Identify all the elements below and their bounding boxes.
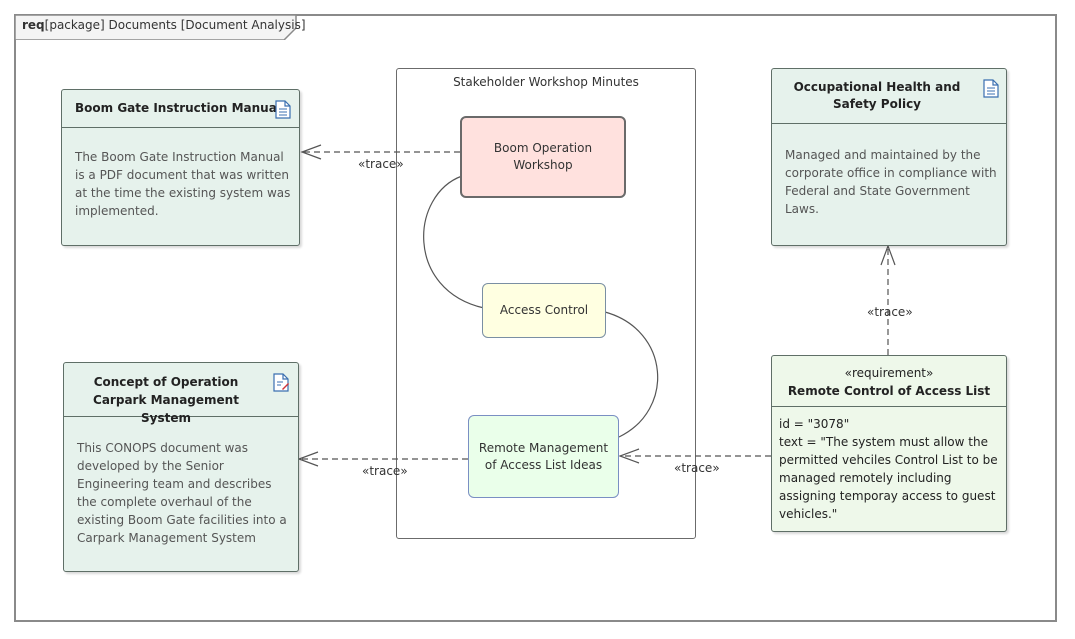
frame-label: req[package] Documents [Document Analysi…	[22, 18, 306, 32]
requirement-id: id = "3078"	[779, 417, 850, 431]
conops-header: Concept of Operation Carpark Management …	[64, 363, 298, 425]
conops-document[interactable]: Concept of Operation Carpark Management …	[63, 362, 299, 572]
ohs-policy-title: Occupational Health and Safety Policy	[793, 80, 961, 111]
frame-keyword: req	[22, 18, 45, 32]
remote-management-label: Remote Management of Access List Ideas	[478, 440, 609, 472]
workshop-title: Stakeholder Workshop Minutes	[453, 75, 639, 89]
document-icon	[275, 100, 291, 119]
requirement-title: Remote Control of Access List	[787, 384, 991, 398]
requirement-stereotype: «requirement»	[844, 366, 934, 380]
remote-control-requirement[interactable]: «requirement» Remote Control of Access L…	[771, 355, 1007, 532]
trace-label-req-remote: «trace»	[674, 461, 720, 475]
conops-title: Concept of Operation Carpark Management …	[93, 375, 239, 425]
boom-operation-label: Boom Operation Workshop	[493, 141, 593, 172]
association-access-remote	[604, 311, 659, 438]
requirement-header: «requirement» Remote Control of Access L…	[772, 356, 1006, 407]
remote-management-node[interactable]: Remote Management of Access List Ideas	[468, 415, 619, 498]
document-icon	[983, 79, 999, 98]
boom-operation-workshop-node[interactable]: Boom Operation Workshop	[460, 116, 626, 198]
frame-tab	[14, 14, 297, 40]
association-boom-access	[423, 175, 485, 309]
access-control-node[interactable]: Access Control	[482, 283, 606, 338]
arrowhead-remote-conops	[297, 451, 319, 467]
edit-document-icon	[273, 373, 289, 392]
boom-gate-manual-title: Boom Gate Instruction Manual	[75, 101, 281, 115]
trace-label-req-ohs: «trace»	[867, 305, 913, 319]
trace-label-remote-conops: «trace»	[362, 464, 408, 478]
conops-body: This CONOPS document was developed by th…	[77, 441, 287, 545]
requirement-text: text = "The system must allow the permit…	[779, 435, 998, 521]
boom-gate-manual-document[interactable]: Boom Gate Instruction Manual The Boom Ga…	[61, 89, 300, 246]
frame-title: [package] Documents [Document Analysis]	[44, 18, 306, 32]
requirement-body: id = "3078" text = "The system must allo…	[779, 415, 998, 523]
boom-gate-manual-header: Boom Gate Instruction Manual	[62, 90, 299, 128]
trace-label-boom-manual: «trace»	[358, 157, 404, 171]
boom-gate-manual-body: The Boom Gate Instruction Manual is a PD…	[75, 150, 291, 218]
arrowhead-req-remote	[618, 448, 640, 464]
arrowhead-req-ohs	[880, 244, 896, 266]
ohs-policy-body: Managed and maintained by the corporate …	[785, 148, 997, 216]
ohs-policy-header: Occupational Health and Safety Policy	[772, 69, 1006, 124]
arrowhead-boom-manual	[300, 144, 322, 160]
access-control-label: Access Control	[499, 303, 589, 317]
ohs-policy-document[interactable]: Occupational Health and Safety Policy Ma…	[771, 68, 1007, 246]
